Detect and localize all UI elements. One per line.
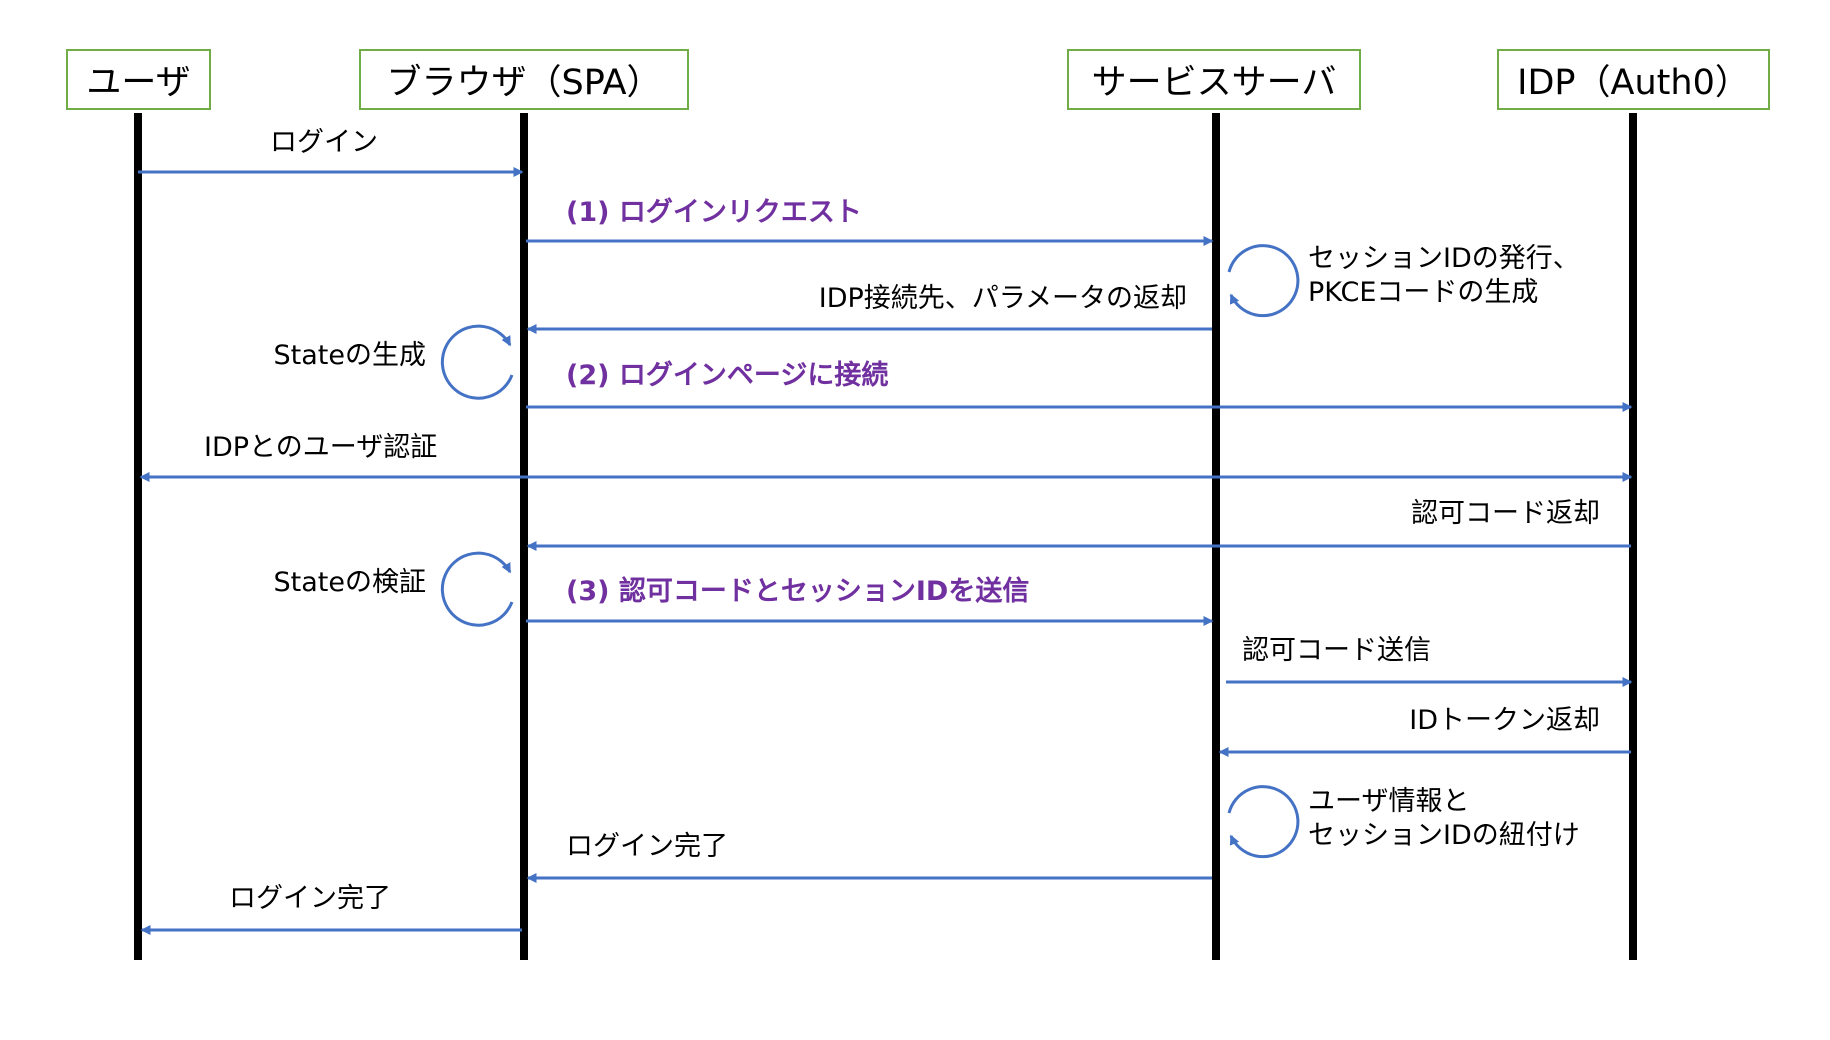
message-connect-login-page: (2) ログインページに接続 [566,360,889,391]
note-state-verify: Stateの検証 [273,567,426,598]
message-login-complete-user: ログイン完了 [229,883,391,914]
message-login-request: (1) ログインリクエスト [566,197,862,228]
note-link-user: ユーザ情報と セッションIDの紐付け [1308,786,1580,851]
self-loop-state-generate [440,324,514,400]
self-loop-state-verify [440,551,514,627]
message-idp-user-auth: IDPとのユーザ認証 [204,432,438,463]
self-loop-link-user [1227,785,1300,859]
message-authcode-return: 認可コード返却 [1411,498,1600,529]
message-login: ログイン [270,127,378,158]
participant-browser: ブラウザ（SPA） [359,49,689,110]
message-send-code-session: (3) 認可コードとセッションIDを送信 [566,576,1030,607]
message-authcode-send: 認可コード送信 [1242,635,1431,666]
message-idp-params-return: IDP接続先、パラメータの返却 [818,283,1187,314]
participant-user: ユーザ [66,49,211,110]
message-login-complete-server: ログイン完了 [566,831,728,862]
note-state-generate: Stateの生成 [273,340,426,371]
note-session-issue: セッションIDの発行、 PKCEコードの生成 [1308,243,1580,308]
participant-idp: IDP（Auth0） [1497,49,1770,110]
self-loop-session-issue [1227,244,1300,318]
participant-server: サービスサーバ [1067,49,1361,110]
message-idtoken-return: IDトークン返却 [1409,705,1600,736]
